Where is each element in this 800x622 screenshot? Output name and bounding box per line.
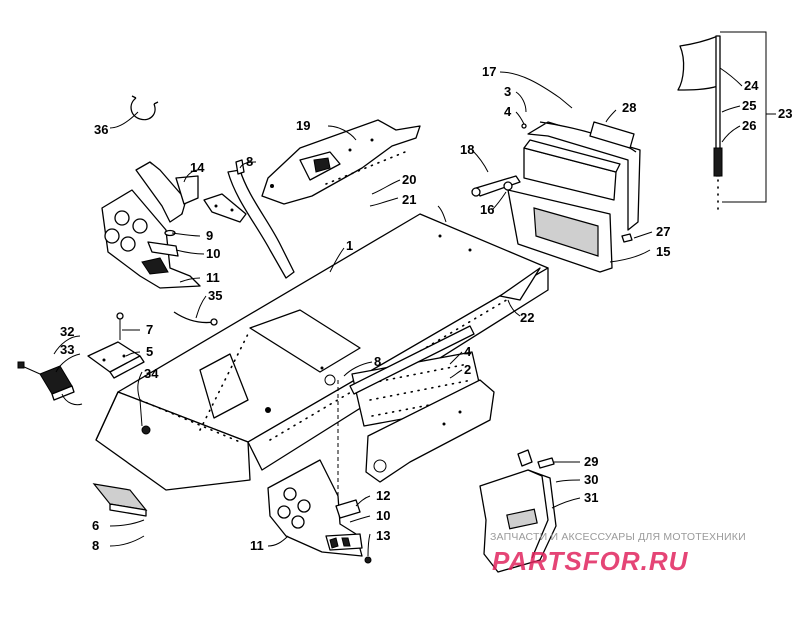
part-34-grommet	[141, 425, 151, 435]
part-19-rail	[261, 119, 421, 205]
part-7-bolt	[116, 312, 124, 340]
part-24-flag	[677, 35, 719, 91]
callout-15: 15	[656, 244, 670, 259]
part-14-bracket	[135, 161, 199, 223]
callout-35: 35	[208, 288, 222, 303]
callout-36: 36	[94, 122, 108, 137]
callout-13: 13	[376, 528, 390, 543]
part-13-nut	[364, 556, 372, 564]
callout-33: 33	[60, 342, 74, 357]
leader-lines	[53, 31, 776, 557]
callout-20: 20	[402, 172, 416, 187]
callout-12: 12	[376, 488, 390, 503]
callout-31: 31	[584, 490, 598, 505]
part-15-bumper-panel	[507, 139, 621, 273]
callout-28: 28	[622, 100, 636, 115]
callout-9: 9	[206, 228, 213, 243]
watermark-logo: PARTSFOR.RU	[492, 546, 689, 576]
callout-11-upper: 11	[206, 270, 220, 285]
callout-4-upper: 4	[504, 104, 512, 119]
callout-10-upper: 10	[206, 246, 220, 261]
callout-18: 18	[460, 142, 474, 157]
callout-34: 34	[144, 366, 159, 381]
callout-11-lower: 11	[250, 538, 264, 553]
part-4-rivet	[521, 123, 527, 129]
part-32-module	[17, 361, 83, 406]
callout-16: 16	[480, 202, 494, 217]
callout-7: 7	[146, 322, 153, 337]
callout-27: 27	[656, 224, 670, 239]
part-8-tube	[203, 159, 295, 279]
part-22-tab	[499, 267, 541, 301]
callout-32: 32	[60, 324, 74, 339]
part-16-spacer	[503, 181, 513, 191]
callout-3: 3	[504, 84, 511, 99]
part-11-upper-plate	[101, 189, 201, 289]
part-6-plate	[92, 483, 148, 517]
part-36-clamp	[130, 95, 159, 121]
part-2-side-panel	[349, 325, 495, 483]
callout-23: 23	[778, 106, 792, 121]
watermark-tagline: ЗАПЧАСТИ И АКСЕССУАРЫ ДЛЯ МОТОТЕХНИКИ	[490, 531, 746, 543]
callout-4-lower: 4	[464, 344, 472, 359]
callout-22: 22	[520, 310, 534, 325]
callout-1: 1	[346, 238, 353, 253]
part-26-base	[713, 147, 723, 211]
part-5-bracket	[87, 341, 145, 379]
callout-24: 24	[744, 78, 759, 93]
part-30-flap	[479, 449, 557, 573]
callout-8-upper: 8	[246, 154, 253, 169]
callout-14: 14	[190, 160, 205, 175]
callout-2: 2	[464, 362, 471, 377]
callout-5: 5	[146, 344, 153, 359]
callout-labels: 36 14 8 9 10 11 19 20 21 1 22 35 7 5 34 …	[60, 64, 792, 553]
callout-8-lower: 8	[92, 538, 99, 553]
callout-21: 21	[402, 192, 416, 207]
part-28-decal	[589, 121, 635, 149]
callout-30: 30	[584, 472, 598, 487]
part-11-lower-plate	[267, 459, 363, 557]
part-12-bolt	[335, 499, 361, 519]
callout-10-lower: 10	[376, 508, 390, 523]
callout-25: 25	[742, 98, 756, 113]
watermark: ЗАПЧАСТИ И АКСЕССУАРЫ ДЛЯ МОТОТЕХНИКИ PA…	[490, 531, 746, 576]
part-18-tube	[471, 175, 521, 197]
callout-26: 26	[742, 118, 756, 133]
part-29-bolt	[537, 457, 555, 469]
part-35-cable	[173, 311, 218, 326]
callout-19: 19	[296, 118, 310, 133]
part-27-bolt	[621, 233, 633, 243]
part-10-bolt	[147, 241, 179, 257]
callout-8-middle: 8	[374, 354, 381, 369]
callout-17: 17	[482, 64, 496, 79]
callout-29: 29	[584, 454, 598, 469]
callout-6: 6	[92, 518, 99, 533]
